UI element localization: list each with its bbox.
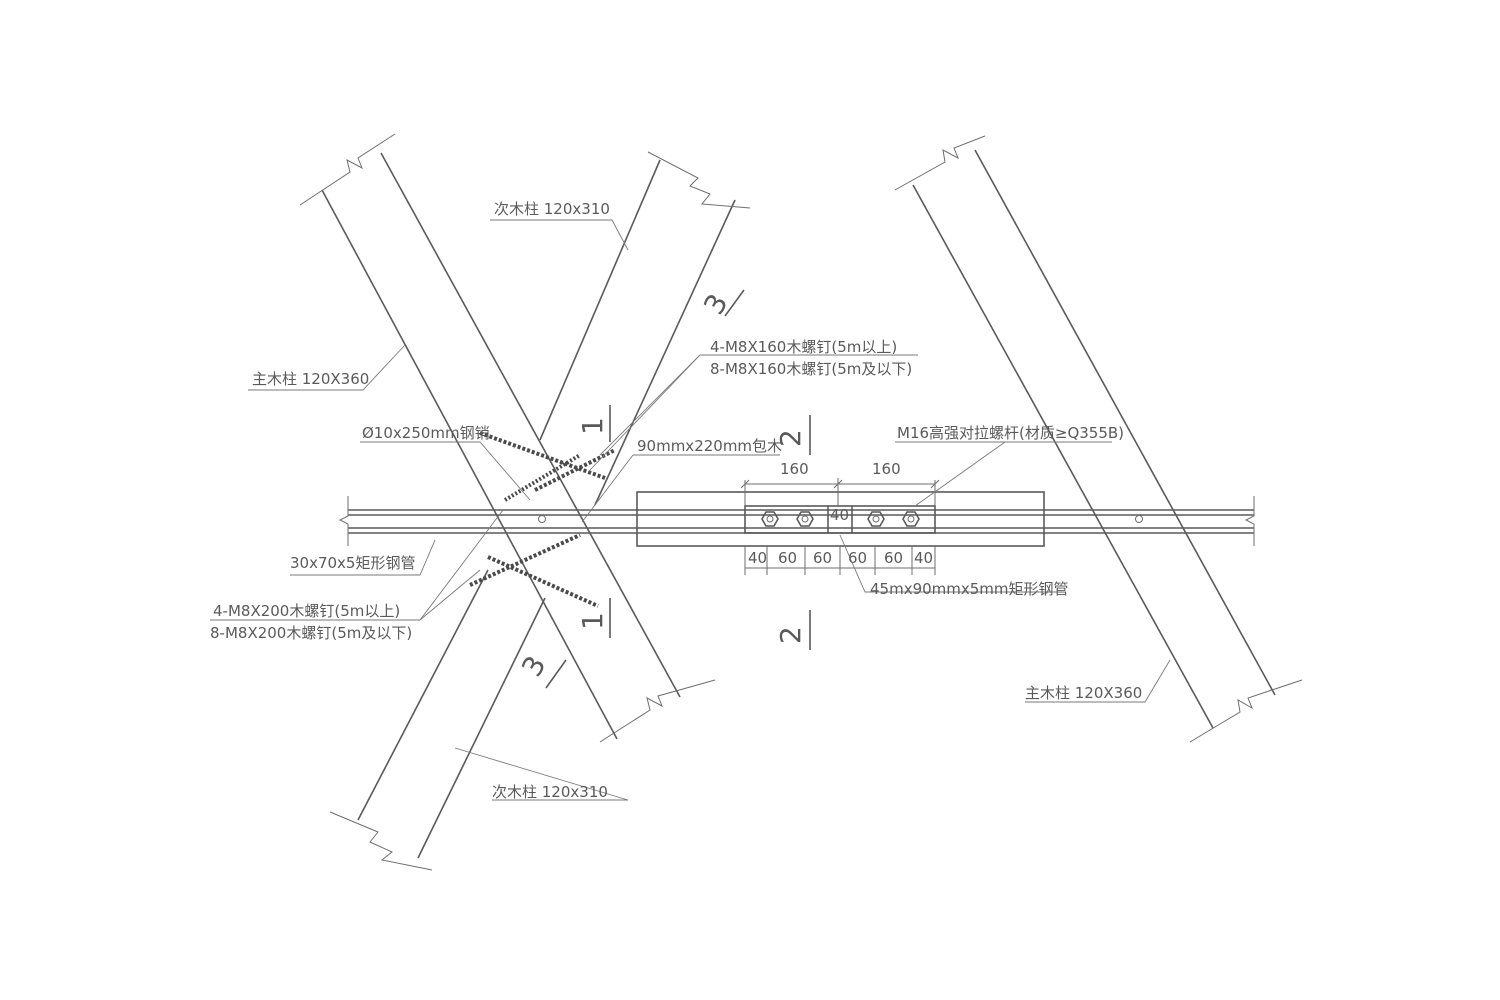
screw-lower-1 (469, 533, 581, 587)
dimensions: 160 160 40 40 60 60 60 60 40 (740, 460, 940, 575)
horizontal-steel-tube (338, 496, 1255, 546)
leader-lines (210, 219, 1171, 801)
label-secondary-column-bottom: 次木柱 120x310 (492, 783, 608, 801)
bolt-3 (867, 511, 885, 527)
dim-top-left: 160 (780, 460, 809, 478)
bolt-4 (902, 511, 920, 527)
dim-bottom-3: 60 (813, 549, 832, 567)
screw-lower-2 (487, 555, 599, 608)
dim-bottom-4: 60 (848, 549, 867, 567)
section-mark-3-bottom: 3 (515, 650, 552, 682)
label-main-column-left: 主木柱 120X360 (252, 370, 369, 388)
dim-bottom-2: 60 (778, 549, 797, 567)
bolt-2 (796, 511, 814, 527)
label-screws-200-b: 8-M8X200木螺钉(5m及以下) (210, 624, 412, 642)
main-column-right (894, 135, 1303, 743)
label-screws-160-a: 4-M8X160木螺钉(5m以上) (710, 338, 897, 356)
dim-bottom-1: 40 (748, 549, 767, 567)
secondary-column (329, 151, 751, 871)
label-bolt: M16高强对拉螺杆(材质≥Q355B) (897, 424, 1124, 442)
dim-gap: 40 (830, 506, 849, 524)
section-mark-1-bottom: 1 (576, 612, 609, 630)
labels: 次木柱 120x310 主木柱 120X360 4-M8X160木螺钉(5m以上… (210, 200, 1142, 801)
screw-upper-1 (479, 431, 606, 480)
label-steel-pin: Ø10x250mm钢销 (362, 424, 490, 442)
section-mark-2-bottom: 2 (774, 626, 807, 644)
label-main-column-right: 主木柱 120X360 (1025, 684, 1142, 702)
label-screws-200-a: 4-M8X200木螺钉(5m以上) (213, 602, 400, 620)
label-steel-tube-large: 45mx90mmx5mm矩形钢管 (870, 580, 1069, 598)
label-wrap-wood: 90mmx220mm包木 (637, 437, 782, 455)
dim-top-right: 160 (872, 460, 901, 478)
bolt-1 (761, 511, 779, 527)
bolts (761, 511, 920, 527)
label-secondary-column-top: 次木柱 120x310 (494, 200, 610, 218)
dim-bottom-5: 60 (884, 549, 903, 567)
section-mark-1-top: 1 (576, 417, 609, 435)
section-mark-2-top: 2 (774, 429, 807, 447)
label-steel-tube-small: 30x70x5矩形钢管 (290, 554, 415, 572)
steel-pin (503, 453, 582, 502)
label-screws-160-b: 8-M8X160木螺钉(5m及以下) (710, 360, 912, 378)
wood-screws (469, 431, 616, 608)
main-column-left (299, 133, 716, 743)
dim-bottom-6: 40 (914, 549, 933, 567)
section-mark-3-top: 3 (697, 288, 734, 320)
